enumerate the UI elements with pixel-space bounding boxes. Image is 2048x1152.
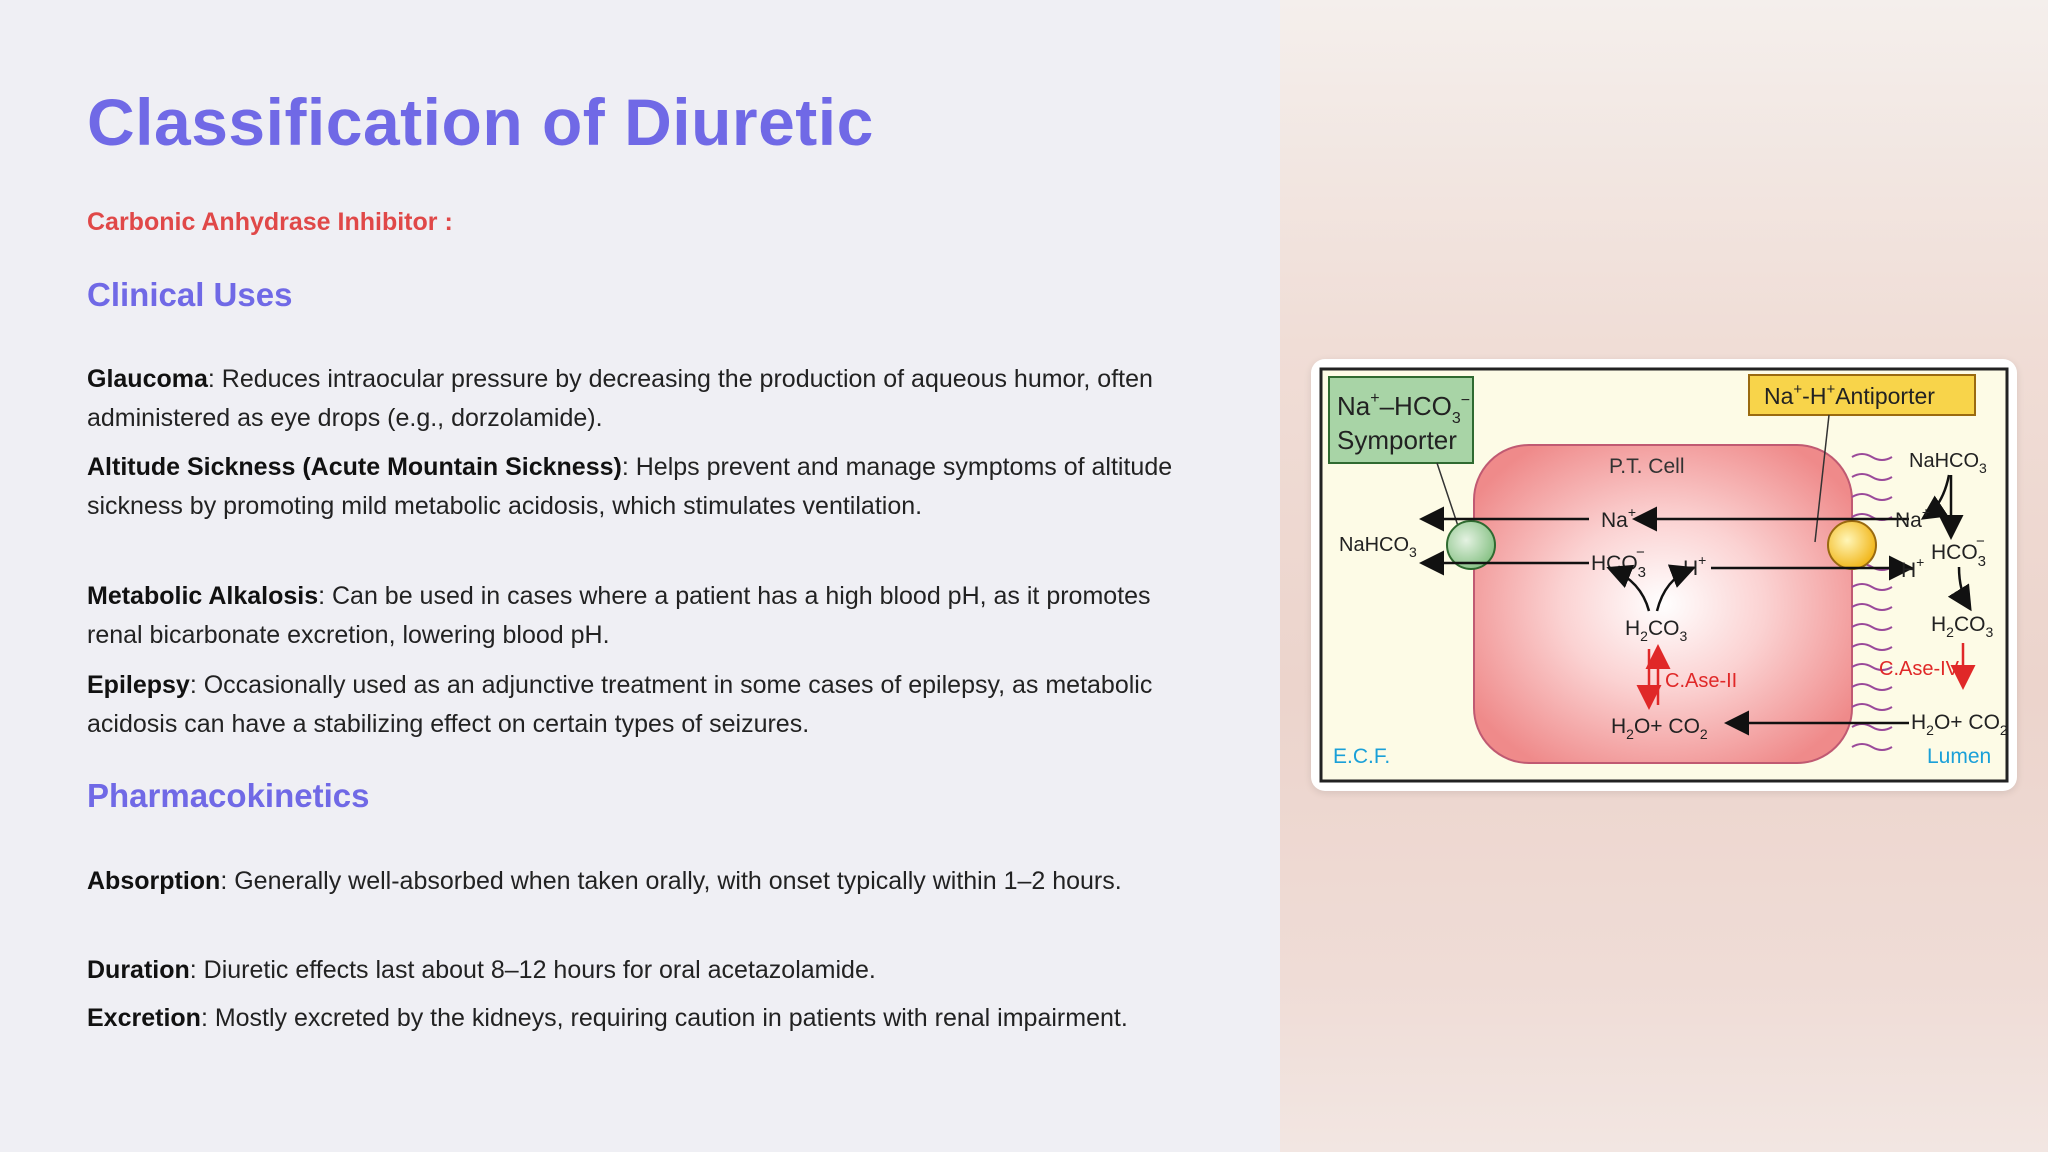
antiporter-protein [1827, 520, 1877, 570]
drug-class-subtitle: Carbonic Anhydrase Inhibitor : [87, 208, 453, 236]
hco3-to-h2co3-arrow [1947, 566, 1972, 612]
item-term: Epilepsy [87, 671, 190, 699]
clinical-use-item: Metabolic Alkalosis: Can be used in case… [87, 577, 1207, 655]
nahco3-lumen-label: NaHCO3 [1909, 450, 1987, 476]
item-term: Metabolic Alkalosis [87, 582, 319, 610]
clinical-uses-heading: Clinical Uses [87, 276, 293, 313]
proximal-tubule-diagram: Na+–HCO3− Symporter Na+-H+Antiporter P.T… [1319, 367, 2009, 783]
ca-ii-label: C.Ase-II [1665, 670, 1737, 692]
pharmacokinetics-item: Excretion: Mostly excreted by the kidney… [87, 999, 1207, 1038]
nahco3-to-na-arrow [1920, 474, 1951, 520]
pt-cell [1473, 444, 1853, 764]
item-text: : Generally well-absorbed when taken ora… [220, 867, 1122, 895]
antiporter-label-box [1748, 374, 1976, 416]
clinical-use-item: Altitude Sickness (Acute Mountain Sickne… [87, 448, 1207, 526]
item-text: : Occasionally used as an adjunctive tre… [87, 671, 1153, 738]
symporter-protein [1446, 520, 1496, 570]
na-intracellular-label: Na+ [1601, 504, 1636, 532]
clinical-use-item: Glaucoma: Reduces intraocular pressure b… [87, 360, 1207, 438]
item-text: : Mostly excreted by the kidneys, requir… [200, 1004, 1128, 1032]
item-text: : Can be used in cases where a patient h… [87, 582, 1151, 649]
lumen-label: Lumen [1927, 745, 1991, 768]
antiporter-label: Na+-H+Antiporter [1764, 381, 1935, 409]
content-panel [0, 0, 1280, 1152]
cell-label: P.T. Cell [1609, 455, 1684, 478]
h2co3-to-hco3-arrow [1606, 564, 1651, 612]
page-title: Classification of Diuretic [87, 85, 874, 159]
ca-iv-label: C.Ase-IV [1879, 658, 1960, 680]
symporter-label-line1: Na+–HCO3− [1337, 390, 1470, 427]
item-term: Glaucoma [87, 365, 208, 393]
item-text: : Diuretic effects last about 8–12 hours… [189, 956, 876, 984]
antiporter-pointer [1814, 414, 1830, 543]
h2co3-to-h-arrow [1655, 564, 1696, 612]
diagram-card: Na+–HCO3− Symporter Na+-H+Antiporter P.T… [1311, 359, 2017, 791]
h2co3-intracellular-label: H2CO3 [1625, 617, 1687, 644]
hco3-lumen-label: HCO3− [1931, 533, 1986, 570]
h2o-co2-intracellular-label: H2O+ CO2 [1611, 715, 1708, 742]
h2o-co2-lumen-label: H2O+ CO2 [1911, 711, 2008, 738]
na-lumen-label: Na+ [1895, 504, 1930, 532]
item-term: Altitude Sickness (Acute Mountain Sickne… [87, 453, 622, 481]
pharmacokinetics-item: Absorption: Generally well-absorbed when… [87, 862, 1207, 901]
pharmacokinetics-item: Duration: Diuretic effects last about 8–… [87, 951, 1207, 990]
item-term: Duration [87, 956, 190, 984]
ecf-label: E.C.F. [1333, 745, 1390, 768]
h2co3-lumen-label: H2CO3 [1931, 613, 1993, 640]
clinical-use-item: Epilepsy: Occasionally used as an adjunc… [87, 666, 1207, 744]
item-text: : Helps prevent and manage symptoms of a… [87, 453, 1173, 520]
symporter-label-line2: Symporter [1337, 425, 1457, 455]
item-term: Absorption [87, 867, 221, 895]
h-lumen-label: H+ [1901, 554, 1924, 582]
item-text: : Reduces intraocular pressure by decrea… [87, 365, 1153, 432]
nahco3-ecf-label: NaHCO3 [1339, 534, 1417, 560]
symporter-label-box [1328, 376, 1474, 464]
item-term: Excretion [87, 1004, 201, 1032]
pharmacokinetics-heading: Pharmacokinetics [87, 777, 370, 814]
